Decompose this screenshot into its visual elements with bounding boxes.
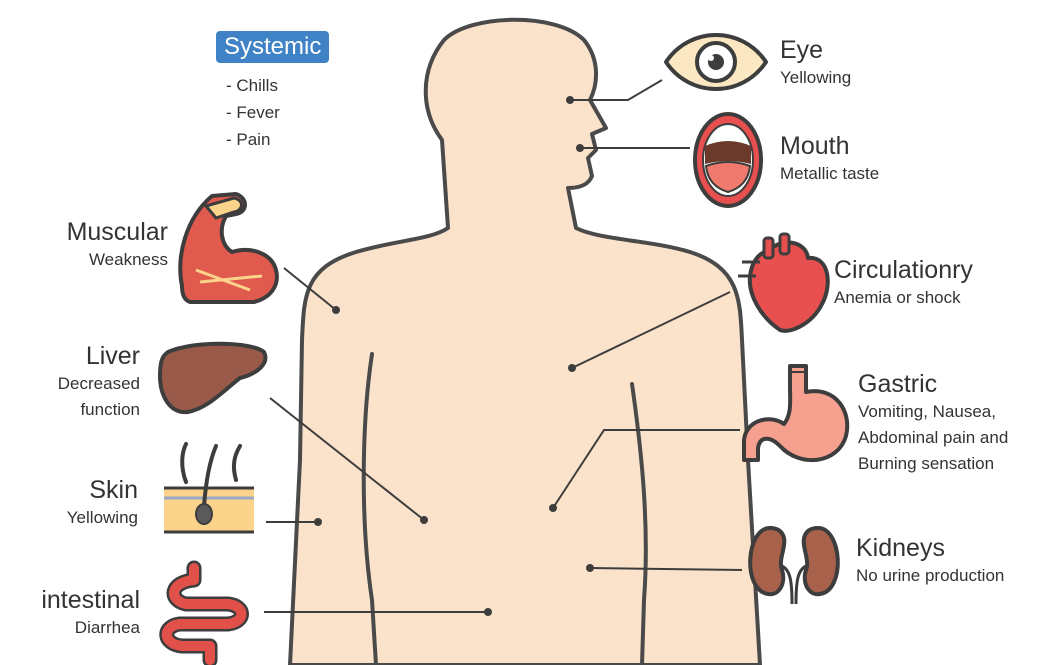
skin-callout: Skin Yellowing	[67, 476, 138, 531]
skin-dot	[314, 518, 322, 526]
eye-icon	[666, 35, 766, 89]
muscular-title: Muscular	[67, 218, 168, 247]
gastric-desc-line: Abdominal pain and	[858, 425, 1008, 451]
liver-desc-line: function	[58, 397, 140, 423]
heart-icon	[738, 234, 828, 331]
circulatory-desc: Anemia or shock	[834, 285, 973, 311]
liver-callout: Liver Decreased function	[58, 342, 140, 423]
liver-icon	[160, 344, 265, 412]
intestinal-title: intestinal	[41, 586, 140, 615]
kidneys-title: Kidneys	[856, 534, 1004, 563]
systemic-item: - Pain	[226, 126, 280, 153]
mouth-dot	[576, 144, 584, 152]
systemic-item: - Fever	[226, 99, 280, 126]
mouth-desc: Metallic taste	[780, 161, 879, 187]
kidneys-icon	[750, 528, 838, 604]
mouth-icon	[695, 114, 761, 206]
muscular-callout: Muscular Weakness	[67, 218, 168, 273]
liver-dot	[420, 516, 428, 524]
stomach-icon	[744, 366, 847, 460]
eye-dot	[566, 96, 574, 104]
circulatory-dot	[568, 364, 576, 372]
circulatory-title: Circulationry	[834, 256, 973, 285]
circulatory-callout: Circulationry Anemia or shock	[834, 256, 973, 311]
systemic-item: - Chills	[226, 72, 280, 99]
eye-callout: Eye Yellowing	[780, 36, 851, 91]
gastric-callout: Gastric Vomiting, Nausea, Abdominal pain…	[858, 370, 1008, 477]
kidneys-desc: No urine production	[856, 563, 1004, 589]
intestinal-desc: Diarrhea	[41, 615, 140, 641]
skin-desc: Yellowing	[67, 505, 138, 531]
systemic-list: - Chills - Fever - Pain	[226, 72, 280, 153]
intestinal-dot	[484, 608, 492, 616]
intestine-icon	[167, 568, 242, 660]
intestinal-callout: intestinal Diarrhea	[41, 586, 140, 641]
gastric-desc-line: Vomiting, Nausea,	[858, 399, 1008, 425]
gastric-desc-line: Burning sensation	[858, 451, 1008, 477]
skin-hair-icon	[164, 444, 254, 532]
eye-title: Eye	[780, 36, 851, 65]
liver-desc-line: Decreased	[58, 371, 140, 397]
eye-desc: Yellowing	[780, 65, 851, 91]
skin-title: Skin	[67, 476, 138, 505]
kidneys-dot	[586, 564, 594, 572]
muscular-dot	[332, 306, 340, 314]
muscle-arm-icon	[180, 194, 277, 302]
kidneys-callout: Kidneys No urine production	[856, 534, 1004, 589]
mouth-callout: Mouth Metallic taste	[780, 132, 879, 187]
liver-title: Liver	[58, 342, 140, 371]
body-silhouette	[290, 20, 760, 665]
gastric-dot	[549, 504, 557, 512]
systemic-badge: Systemic	[216, 31, 329, 63]
muscular-desc: Weakness	[67, 247, 168, 273]
gastric-title: Gastric	[858, 370, 1008, 399]
mouth-title: Mouth	[780, 132, 879, 161]
